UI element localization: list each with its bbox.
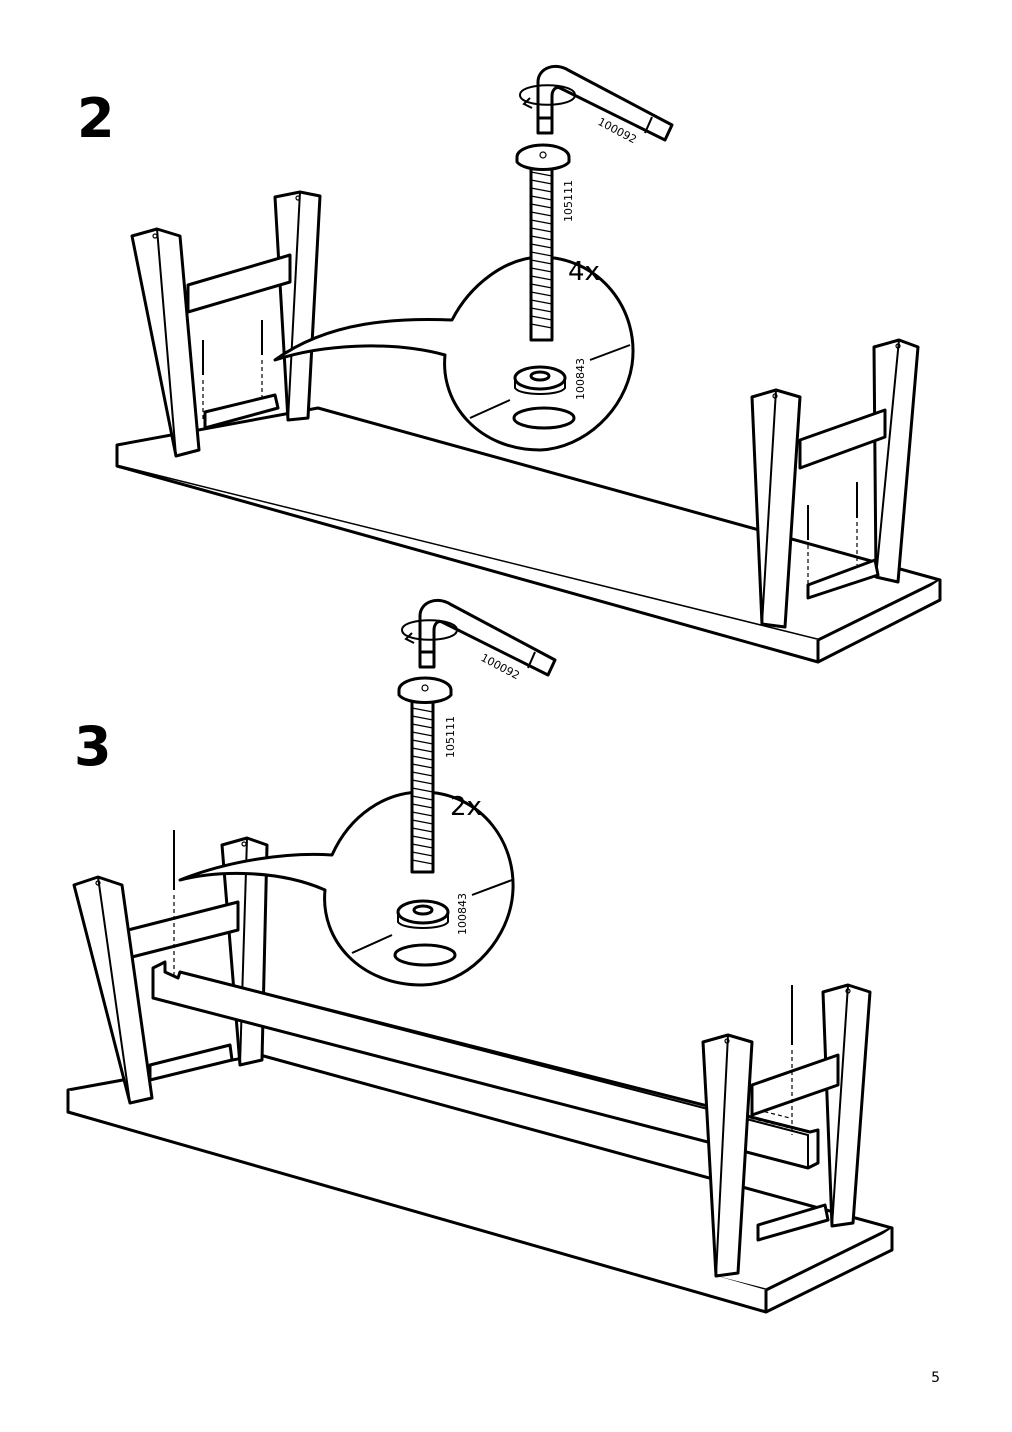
washer-part-number: 100843 (456, 893, 469, 935)
quantity-label: 2x (450, 792, 482, 822)
left-leg-frame (130, 190, 322, 458)
bench-top-slab (66, 1053, 894, 1314)
allen-key-100092-icon (519, 65, 674, 142)
step-2-number: 2 (77, 87, 115, 150)
bolt-part-number: 105111 (562, 180, 575, 222)
bolt-105111-icon (515, 143, 571, 342)
quantity-label: 4x (568, 257, 600, 287)
stretcher-bar (151, 960, 820, 1170)
allen-key-100092-icon (401, 599, 557, 677)
washer-part-number: 100843 (574, 358, 587, 400)
step-2-illustration: 100092 105111 100843 4x (115, 65, 942, 664)
right-leg-frame (750, 338, 920, 629)
bolt-part-number: 105111 (444, 716, 457, 758)
right-leg-frame (701, 983, 872, 1278)
page-number: 5 (931, 1370, 940, 1386)
bolt-105111-icon (397, 676, 453, 874)
lock-washer-icon (513, 365, 567, 395)
bench-top-slab (115, 406, 942, 664)
step-3-number: 3 (74, 715, 112, 778)
lock-washer-icon (396, 899, 450, 929)
